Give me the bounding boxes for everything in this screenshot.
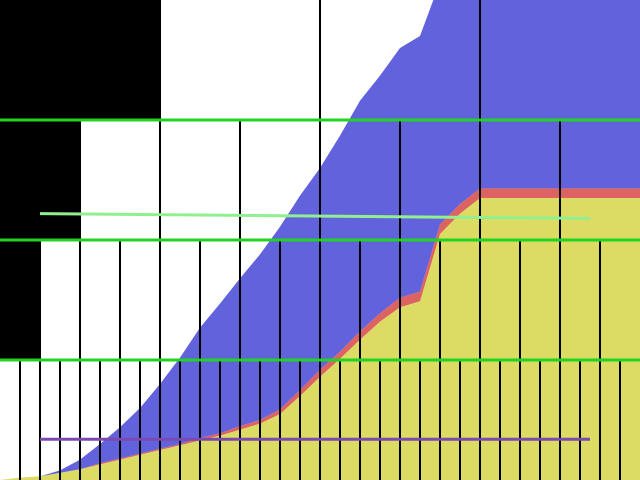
horizontal-gridlines [0,118,640,362]
reference-lines [39,212,591,441]
vertical-gridlines [19,0,621,480]
reference-line-light-green [39,212,591,220]
masked-block [0,120,80,240]
masked-region [0,0,160,360]
masked-block [0,0,160,120]
masked-block [0,240,40,360]
